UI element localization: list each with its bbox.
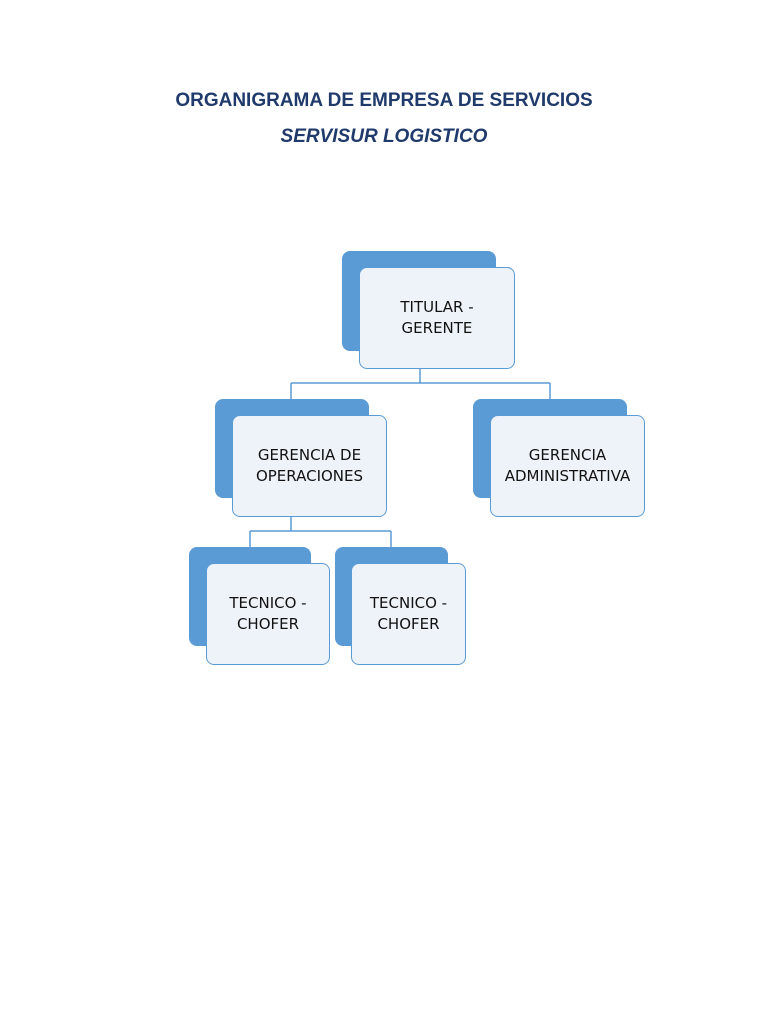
- page-title: ORGANIGRAMA DE EMPRESA DE SERVICIOS: [175, 90, 593, 111]
- node-label: GERENCIA ADMINISTRATIVA: [504, 446, 631, 485]
- node-label: TECNICO - CHOFER: [229, 594, 307, 633]
- node-box: GERENCIA DE OPERACIONES: [232, 415, 387, 517]
- node-box: TECNICO - CHOFER: [206, 563, 330, 665]
- node-box: GERENCIA ADMINISTRATIVA: [490, 415, 645, 517]
- org-node-gerencia-operaciones: GERENCIA DE OPERACIONES: [215, 399, 387, 517]
- node-box: TECNICO - CHOFER: [351, 563, 466, 665]
- org-node-titular-gerente: TITULAR - GERENTE: [342, 251, 515, 369]
- org-node-tecnico-chofer-1: TECNICO - CHOFER: [189, 547, 330, 665]
- node-label: TECNICO - CHOFER: [369, 594, 448, 633]
- org-node-gerencia-administrativa: GERENCIA ADMINISTRATIVA: [473, 399, 645, 517]
- node-label: GERENCIA DE OPERACIONES: [255, 446, 364, 485]
- org-node-tecnico-chofer-2: TECNICO - CHOFER: [335, 547, 466, 665]
- page-subtitle: SERVISUR LOGISTICO: [280, 126, 488, 147]
- node-box: TITULAR - GERENTE: [359, 267, 515, 369]
- node-label: TITULAR - GERENTE: [400, 298, 474, 337]
